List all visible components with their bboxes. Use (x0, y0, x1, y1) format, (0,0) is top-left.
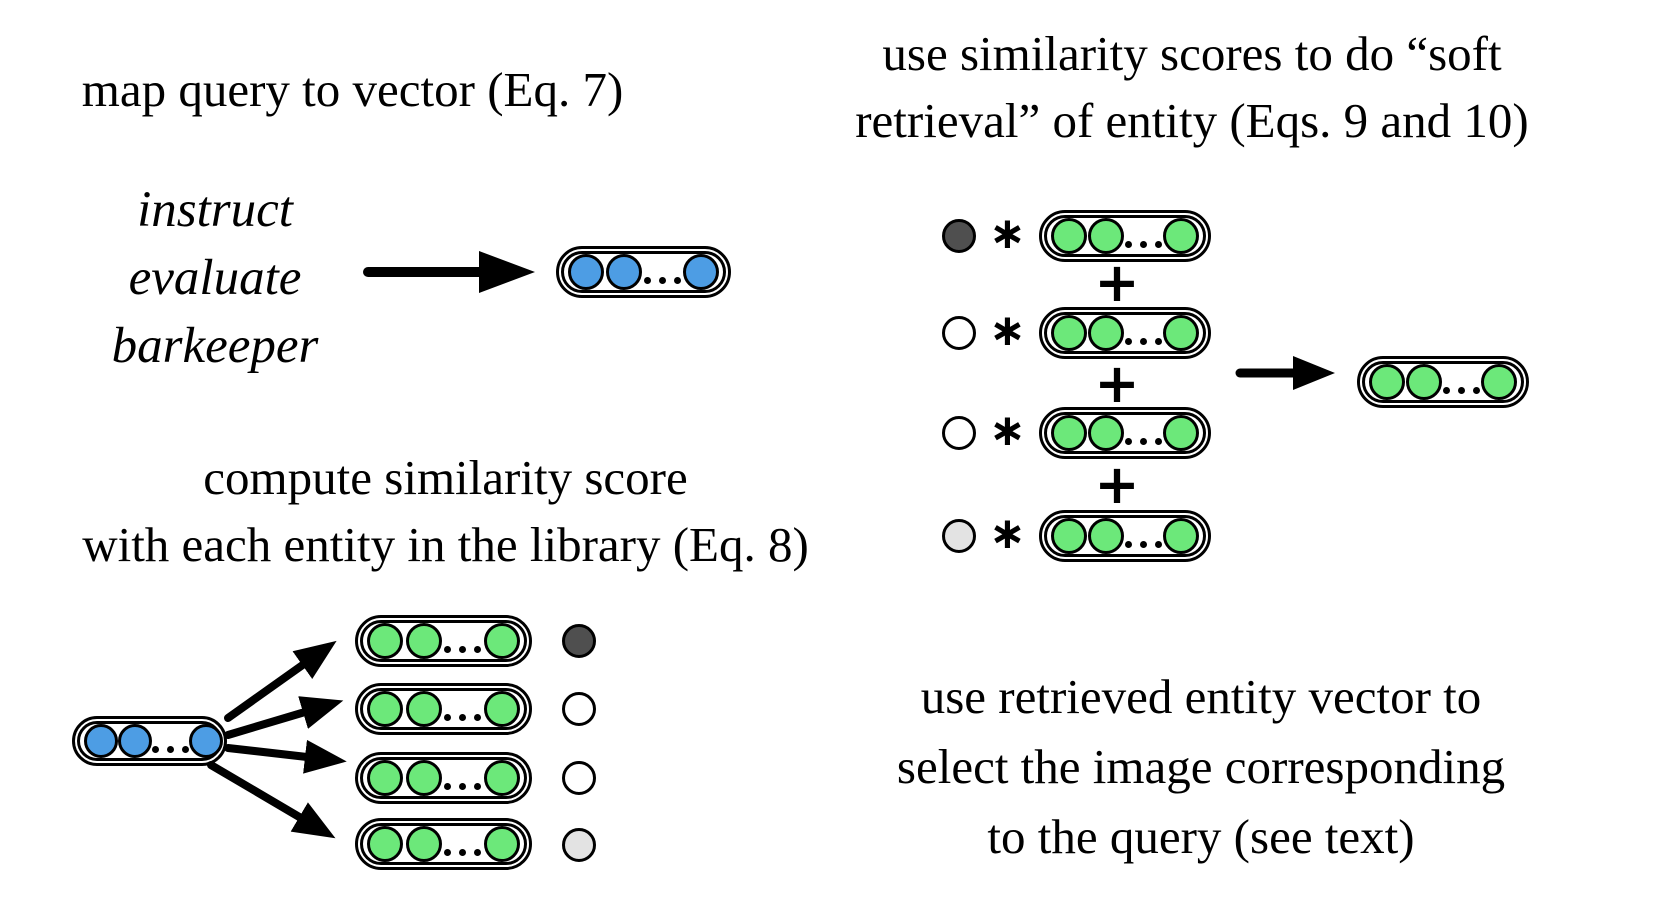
vector-unit (405, 691, 442, 727)
vector-unit (1406, 364, 1442, 400)
multiply-sign: ∗ (989, 508, 1026, 559)
library-vector-pill (355, 752, 532, 804)
caption-similarity-line: compute similarity score (203, 450, 688, 505)
entity-vector-pill (1038, 407, 1211, 459)
score-circle (562, 761, 596, 795)
weighted-term-row: ∗ (942, 407, 1211, 459)
vector-unit (405, 826, 442, 862)
arrow-weighted-sum-to-result (1235, 356, 1335, 390)
vector-unit (1162, 518, 1199, 554)
ellipsis-dots (1443, 386, 1480, 394)
plus-sign: + (1094, 352, 1140, 415)
ellipsis-dots (1124, 240, 1162, 248)
vector-unit (1369, 364, 1405, 400)
vector-unit (1087, 518, 1124, 554)
vector-unit (1087, 315, 1124, 351)
arrow-query-to-vector (363, 251, 535, 293)
ellipsis-dots (1124, 540, 1162, 548)
ellipsis-dots (152, 745, 189, 753)
caption-select-image: use retrieved entity vector to select th… (840, 662, 1562, 872)
vector-unit (1087, 415, 1124, 451)
vector-unit (189, 724, 223, 758)
query-word: barkeeper (111, 318, 319, 374)
ellipsis-dots (1124, 437, 1162, 445)
query-words: instruct evaluate barkeeper (60, 176, 370, 380)
vector-unit (84, 724, 118, 758)
ellipsis-dots (1124, 337, 1162, 345)
library-vector-pill (355, 615, 532, 667)
arrow-query-to-entity-2 (224, 696, 344, 739)
vector-unit (1162, 218, 1199, 254)
vector-unit (1050, 415, 1087, 451)
vector-unit (367, 623, 403, 659)
vector-unit (606, 254, 642, 290)
score-circle (562, 828, 596, 862)
weighted-term-row: ∗ (942, 210, 1211, 262)
weighted-term-row: ∗ (942, 307, 1211, 359)
arrow-query-to-entity-3 (224, 739, 347, 774)
vector-unit (405, 760, 442, 796)
vector-unit (1162, 315, 1199, 351)
ellipsis-dots (444, 713, 482, 721)
vector-unit (483, 691, 520, 727)
caption-select-image-line: select the image corresponding (896, 739, 1506, 794)
vector-unit (367, 691, 403, 727)
plus-sign: + (1094, 453, 1140, 516)
ellipsis-dots (444, 848, 482, 856)
vector-unit (367, 826, 403, 862)
retrieved-vector-pill (1357, 356, 1529, 408)
caption-map-query-line: map query to vector (Eq. 7) (81, 62, 624, 117)
vector-unit (683, 254, 719, 290)
caption-soft-retrieval: use similarity scores to do “soft retrie… (820, 20, 1564, 154)
score-circle (562, 692, 596, 726)
query-vector-units (561, 251, 726, 293)
query-word: evaluate (128, 250, 302, 306)
vector-unit (367, 760, 403, 796)
caption-soft-retrieval-line: retrieval” of entity (Eqs. 9 and 10) (855, 93, 1529, 148)
entity-vector-pill (1038, 210, 1211, 262)
score-circle (562, 624, 596, 658)
caption-map-query: map query to vector (Eq. 7) (25, 56, 680, 123)
library-vector-pill (355, 818, 532, 870)
caption-similarity: compute similarity score with each entit… (28, 444, 863, 578)
vector-unit (568, 254, 604, 290)
multiply-sign: ∗ (989, 405, 1026, 456)
plus-sign: + (1094, 251, 1140, 314)
query-vector-pill (556, 246, 731, 298)
vector-unit (1481, 364, 1517, 400)
caption-soft-retrieval-line: use similarity scores to do “soft (882, 26, 1502, 81)
entity-vector-pill (1038, 510, 1211, 562)
vector-unit (483, 760, 520, 796)
weight-circle (942, 519, 976, 553)
weight-circle (942, 316, 976, 350)
ellipsis-dots (444, 782, 482, 790)
ellipsis-dots (644, 276, 681, 284)
arrow-query-to-entity-4 (207, 761, 336, 839)
vector-unit (1050, 315, 1087, 351)
query-vector-pill-library (72, 716, 227, 766)
caption-similarity-line: with each entity in the library (Eq. 8) (82, 517, 809, 572)
library-vector-pill (355, 683, 532, 735)
multiply-sign: ∗ (989, 305, 1026, 356)
vector-unit (1050, 518, 1087, 554)
weight-circle (942, 219, 976, 253)
arrow-query-to-entity-1 (224, 640, 337, 722)
vector-unit (483, 623, 520, 659)
caption-select-image-line: use retrieved entity vector to (920, 669, 1482, 724)
vector-unit (1050, 218, 1087, 254)
entity-vector-pill (1038, 307, 1211, 359)
vector-unit (1087, 218, 1124, 254)
weight-circle (942, 416, 976, 450)
ellipsis-dots (444, 645, 482, 653)
multiply-sign: ∗ (989, 208, 1026, 259)
caption-select-image-line: to the query (see text) (987, 809, 1415, 864)
query-word: instruct (137, 182, 293, 238)
vector-unit (118, 724, 152, 758)
vector-unit (483, 826, 520, 862)
weighted-term-row: ∗ (942, 510, 1211, 562)
vector-unit (1162, 415, 1199, 451)
vector-unit (405, 623, 442, 659)
similarity-arrows (207, 640, 347, 839)
